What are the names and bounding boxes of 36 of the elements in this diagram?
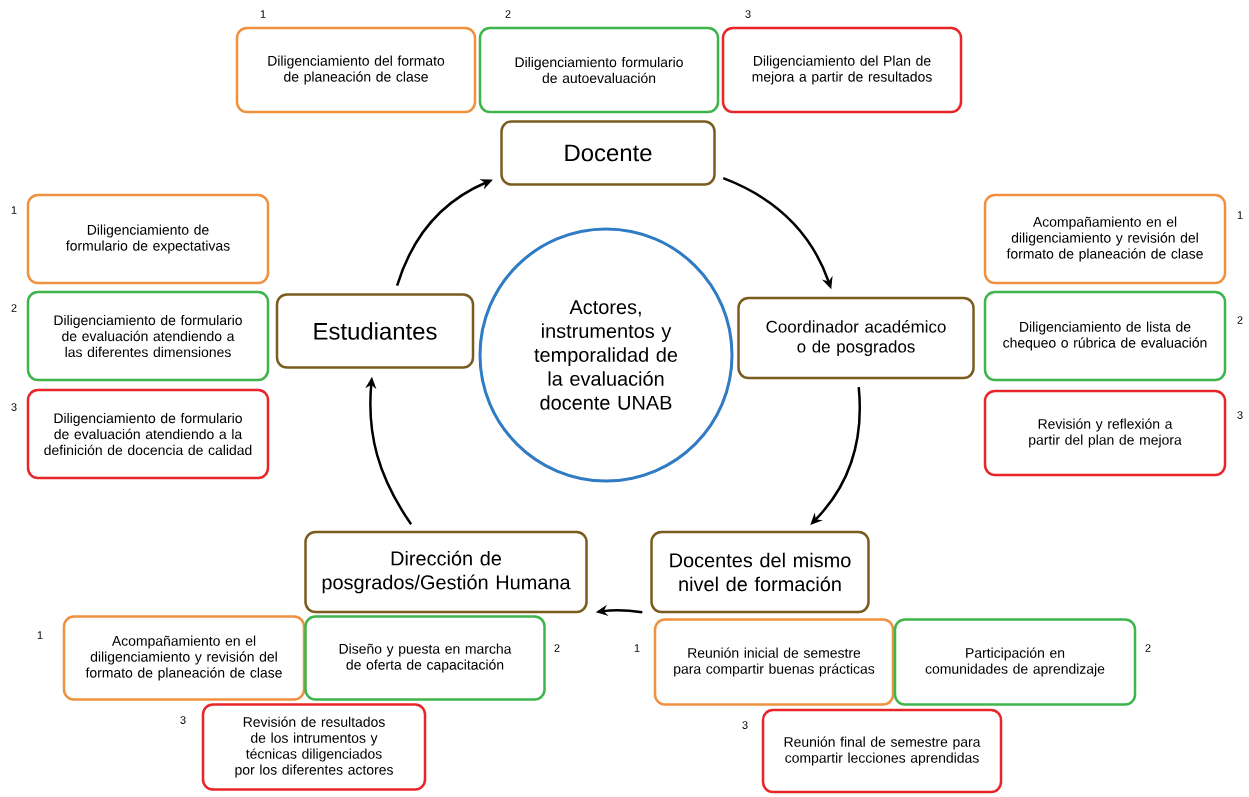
step-number: 2 [1145,644,1151,652]
activity-box: Diligenciamiento de formulario de expectativas [26,193,270,285]
step-number: 1 [11,206,17,214]
step-number: 1 [260,10,266,18]
activity-box: Acompañamiento en el diligenciamiento y revisión del formato de planeación de clase [983,193,1227,285]
step-number: 2 [1237,316,1243,324]
activity-box: Diligenciamiento de formulario de evaluación atendiendo a las diferentes dimensiones [26,290,270,382]
activity-box: Diligenciamiento del formato de planeación de clase [235,26,477,114]
activity-box: Diligenciamiento formulario de autoevaluación [478,26,720,114]
activity-box: Revisión y reflexión a partir del plan de mejora [983,389,1227,477]
step-number: 1 [1237,211,1243,219]
step-number: 1 [37,631,43,639]
activity-box: Diseño y puesta en marcha de oferta de capacitación [304,615,546,701]
activity-box: Diligenciamiento del Plan de mejora a partir de resultados [721,26,963,114]
actor-box: Coordinador académico o de posgrados [737,296,975,380]
actor-box: Estudiantes [275,293,475,369]
activity-box: Acompañamiento en el diligenciamiento y revisión del formato de planeación de clase [62,615,306,701]
activity-box: Reunión final de semestre para compartir lecciones aprendidas [761,708,1003,794]
step-number: 3 [11,403,17,411]
step-number: 2 [11,304,17,312]
step-number: 3 [1237,411,1243,419]
activity-box: Revisión de resultados de los intrumentos y técnicas diligenciados por los diferentes actores [201,703,427,791]
actor-box: Docentes del mismo nivel de formación [650,530,870,614]
step-number: 1 [634,644,640,652]
step-number: 3 [745,10,751,18]
activity-box: Diligenciamiento de lista de chequeo o rúbrica de evaluación [983,290,1227,382]
activity-box: Participación en comunidades de aprendizaje [893,618,1137,706]
actor-box: Dirección de posgrados/Gestión Humana [304,530,588,614]
activity-box: Diligenciamiento de formulario de evaluación atendiendo a la definición de docencia de calidad [26,388,270,480]
actor-box: Docente [500,120,716,186]
activity-box: Reunión inicial de semestre para compartir buenas prácticas [653,618,895,706]
step-number: 2 [505,10,511,18]
step-number: 3 [742,721,748,729]
step-number: 3 [180,716,186,724]
step-number: 2 [554,644,560,652]
arrow [810,387,861,525]
